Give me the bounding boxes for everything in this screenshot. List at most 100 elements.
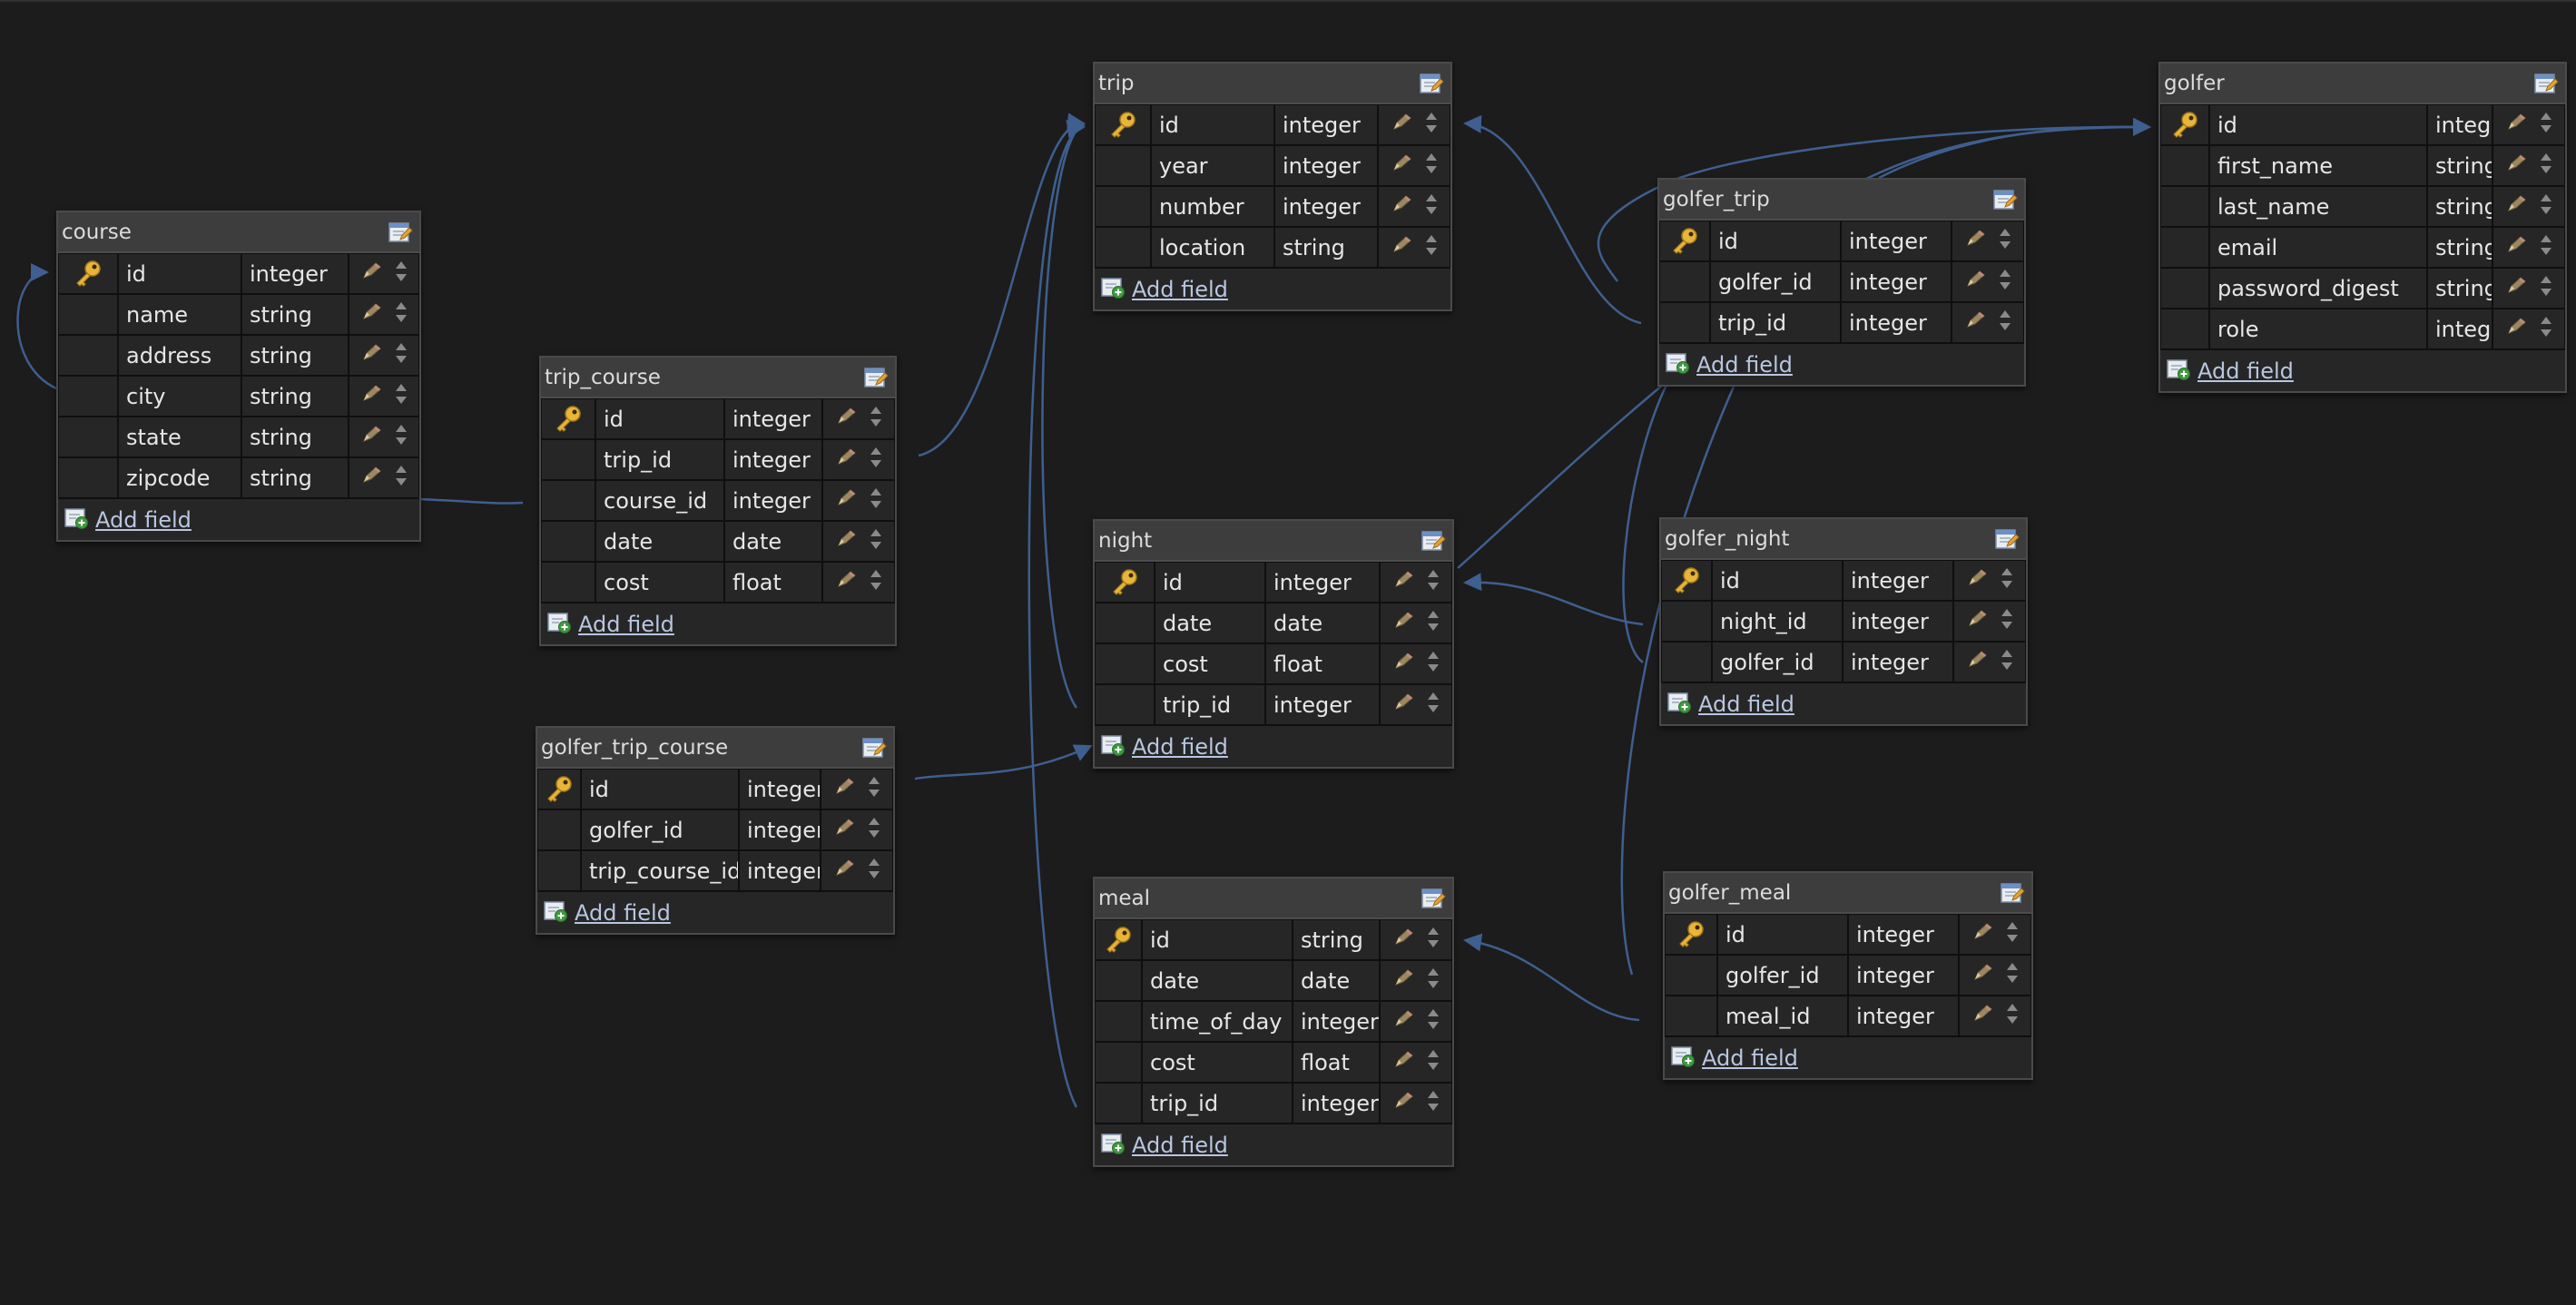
add-field-link[interactable]: Add field xyxy=(1132,733,1228,760)
edit-field-pencil-icon[interactable] xyxy=(1965,649,1989,676)
edit-field-pencil-icon[interactable] xyxy=(359,465,383,492)
reorder-arrows-icon[interactable] xyxy=(867,857,881,886)
edit-field-pencil-icon[interactable] xyxy=(1971,921,1994,948)
edit-field-pencil-icon[interactable] xyxy=(1390,234,1413,261)
reorder-arrows-icon[interactable] xyxy=(394,300,408,329)
add-field-icon[interactable] xyxy=(1667,691,1698,718)
reorder-arrows-icon[interactable] xyxy=(869,527,883,556)
edit-field-pencil-icon[interactable] xyxy=(1391,927,1415,954)
reorder-arrows-icon[interactable] xyxy=(394,260,408,289)
reorder-arrows-icon[interactable] xyxy=(1426,1007,1440,1036)
table-header[interactable]: course xyxy=(58,212,419,253)
edit-field-pencil-icon[interactable] xyxy=(359,342,383,369)
reorder-arrows-icon[interactable] xyxy=(869,568,883,597)
edit-field-pencil-icon[interactable] xyxy=(1963,228,1987,255)
edit-field-pencil-icon[interactable] xyxy=(2504,152,2528,180)
edit-field-pencil-icon[interactable] xyxy=(1391,692,1415,719)
reorder-arrows-icon[interactable] xyxy=(1426,691,1440,720)
table-header[interactable]: golfer_meal xyxy=(1665,873,2031,914)
reorder-arrows-icon[interactable] xyxy=(867,816,881,845)
edit-field-pencil-icon[interactable] xyxy=(1391,651,1415,678)
reorder-arrows-icon[interactable] xyxy=(869,446,883,475)
reorder-arrows-icon[interactable] xyxy=(2539,192,2553,221)
add-field-icon[interactable] xyxy=(1100,276,1132,303)
reorder-arrows-icon[interactable] xyxy=(2539,315,2553,344)
edit-field-pencil-icon[interactable] xyxy=(359,260,383,288)
reorder-arrows-icon[interactable] xyxy=(867,775,881,804)
reorder-arrows-icon[interactable] xyxy=(1424,111,1439,140)
reorder-arrows-icon[interactable] xyxy=(2000,607,2014,636)
reorder-arrows-icon[interactable] xyxy=(1426,1089,1440,1118)
reorder-arrows-icon[interactable] xyxy=(1424,192,1439,221)
edit-field-pencil-icon[interactable] xyxy=(1391,1090,1415,1117)
add-field-link[interactable]: Add field xyxy=(95,506,192,533)
edit-field-pencil-icon[interactable] xyxy=(1390,152,1413,180)
add-field-link[interactable]: Add field xyxy=(1132,276,1228,302)
edit-field-pencil-icon[interactable] xyxy=(1390,193,1413,221)
reorder-arrows-icon[interactable] xyxy=(2005,920,2020,949)
edit-field-pencil-icon[interactable] xyxy=(1971,962,1994,989)
reorder-arrows-icon[interactable] xyxy=(1424,233,1439,262)
reorder-arrows-icon[interactable] xyxy=(2000,648,2014,677)
edit-field-pencil-icon[interactable] xyxy=(1965,608,1989,635)
edit-field-pencil-icon[interactable] xyxy=(2504,234,2528,261)
edit-field-pencil-icon[interactable] xyxy=(2504,316,2528,343)
add-field-link[interactable]: Add field xyxy=(575,899,671,926)
add-field-link[interactable]: Add field xyxy=(1698,691,1794,717)
add-field-icon[interactable] xyxy=(1665,351,1696,378)
edit-field-pencil-icon[interactable] xyxy=(1963,309,1987,337)
reorder-arrows-icon[interactable] xyxy=(394,464,408,493)
reorder-arrows-icon[interactable] xyxy=(394,423,408,452)
add-field-icon[interactable] xyxy=(64,506,95,534)
edit-field-pencil-icon[interactable] xyxy=(834,569,858,596)
edit-field-pencil-icon[interactable] xyxy=(2504,275,2528,302)
edit-field-pencil-icon[interactable] xyxy=(1391,1049,1415,1076)
edit-field-pencil-icon[interactable] xyxy=(359,424,383,451)
add-field-icon[interactable] xyxy=(2166,358,2197,385)
table-header[interactable]: golfer xyxy=(2160,64,2565,104)
reorder-arrows-icon[interactable] xyxy=(1426,650,1440,679)
edit-field-pencil-icon[interactable] xyxy=(834,487,858,515)
reorder-arrows-icon[interactable] xyxy=(2539,111,2553,140)
reorder-arrows-icon[interactable] xyxy=(1424,152,1439,181)
reorder-arrows-icon[interactable] xyxy=(869,405,883,434)
edit-field-pencil-icon[interactable] xyxy=(1963,269,1987,296)
add-field-link[interactable]: Add field xyxy=(578,611,674,637)
reorder-arrows-icon[interactable] xyxy=(1998,268,2012,297)
edit-field-pencil-icon[interactable] xyxy=(359,301,383,329)
reorder-arrows-icon[interactable] xyxy=(869,486,883,515)
reorder-arrows-icon[interactable] xyxy=(2539,274,2553,303)
edit-field-pencil-icon[interactable] xyxy=(832,858,856,885)
reorder-arrows-icon[interactable] xyxy=(1426,568,1440,597)
add-field-link[interactable]: Add field xyxy=(1132,1132,1228,1158)
add-field-icon[interactable] xyxy=(1100,1132,1132,1159)
reorder-arrows-icon[interactable] xyxy=(1998,309,2012,338)
reorder-arrows-icon[interactable] xyxy=(394,341,408,370)
edit-field-pencil-icon[interactable] xyxy=(1391,610,1415,637)
reorder-arrows-icon[interactable] xyxy=(2000,566,2014,595)
edit-field-pencil-icon[interactable] xyxy=(1965,567,1989,594)
reorder-arrows-icon[interactable] xyxy=(1426,926,1440,955)
add-field-icon[interactable] xyxy=(1100,733,1132,760)
table-header[interactable]: meal xyxy=(1095,878,1452,919)
add-field-link[interactable]: Add field xyxy=(2197,358,2294,384)
reorder-arrows-icon[interactable] xyxy=(394,382,408,411)
edit-field-pencil-icon[interactable] xyxy=(1391,1008,1415,1035)
add-field-icon[interactable] xyxy=(1670,1045,1702,1072)
reorder-arrows-icon[interactable] xyxy=(1998,227,2012,256)
edit-field-pencil-icon[interactable] xyxy=(832,817,856,844)
add-field-icon[interactable] xyxy=(543,899,575,927)
table-header[interactable]: night xyxy=(1095,521,1452,562)
edit-field-pencil-icon[interactable] xyxy=(834,528,858,555)
edit-field-pencil-icon[interactable] xyxy=(1971,1003,1994,1030)
edit-field-pencil-icon[interactable] xyxy=(359,383,383,410)
reorder-arrows-icon[interactable] xyxy=(1426,1048,1440,1077)
reorder-arrows-icon[interactable] xyxy=(2005,1002,2020,1031)
table-header[interactable]: golfer_trip xyxy=(1659,180,2024,221)
edit-field-pencil-icon[interactable] xyxy=(834,406,858,433)
edit-field-pencil-icon[interactable] xyxy=(1391,967,1415,995)
reorder-arrows-icon[interactable] xyxy=(2539,152,2553,181)
reorder-arrows-icon[interactable] xyxy=(1426,966,1440,996)
table-header[interactable]: trip_course xyxy=(541,358,895,398)
reorder-arrows-icon[interactable] xyxy=(2005,961,2020,990)
